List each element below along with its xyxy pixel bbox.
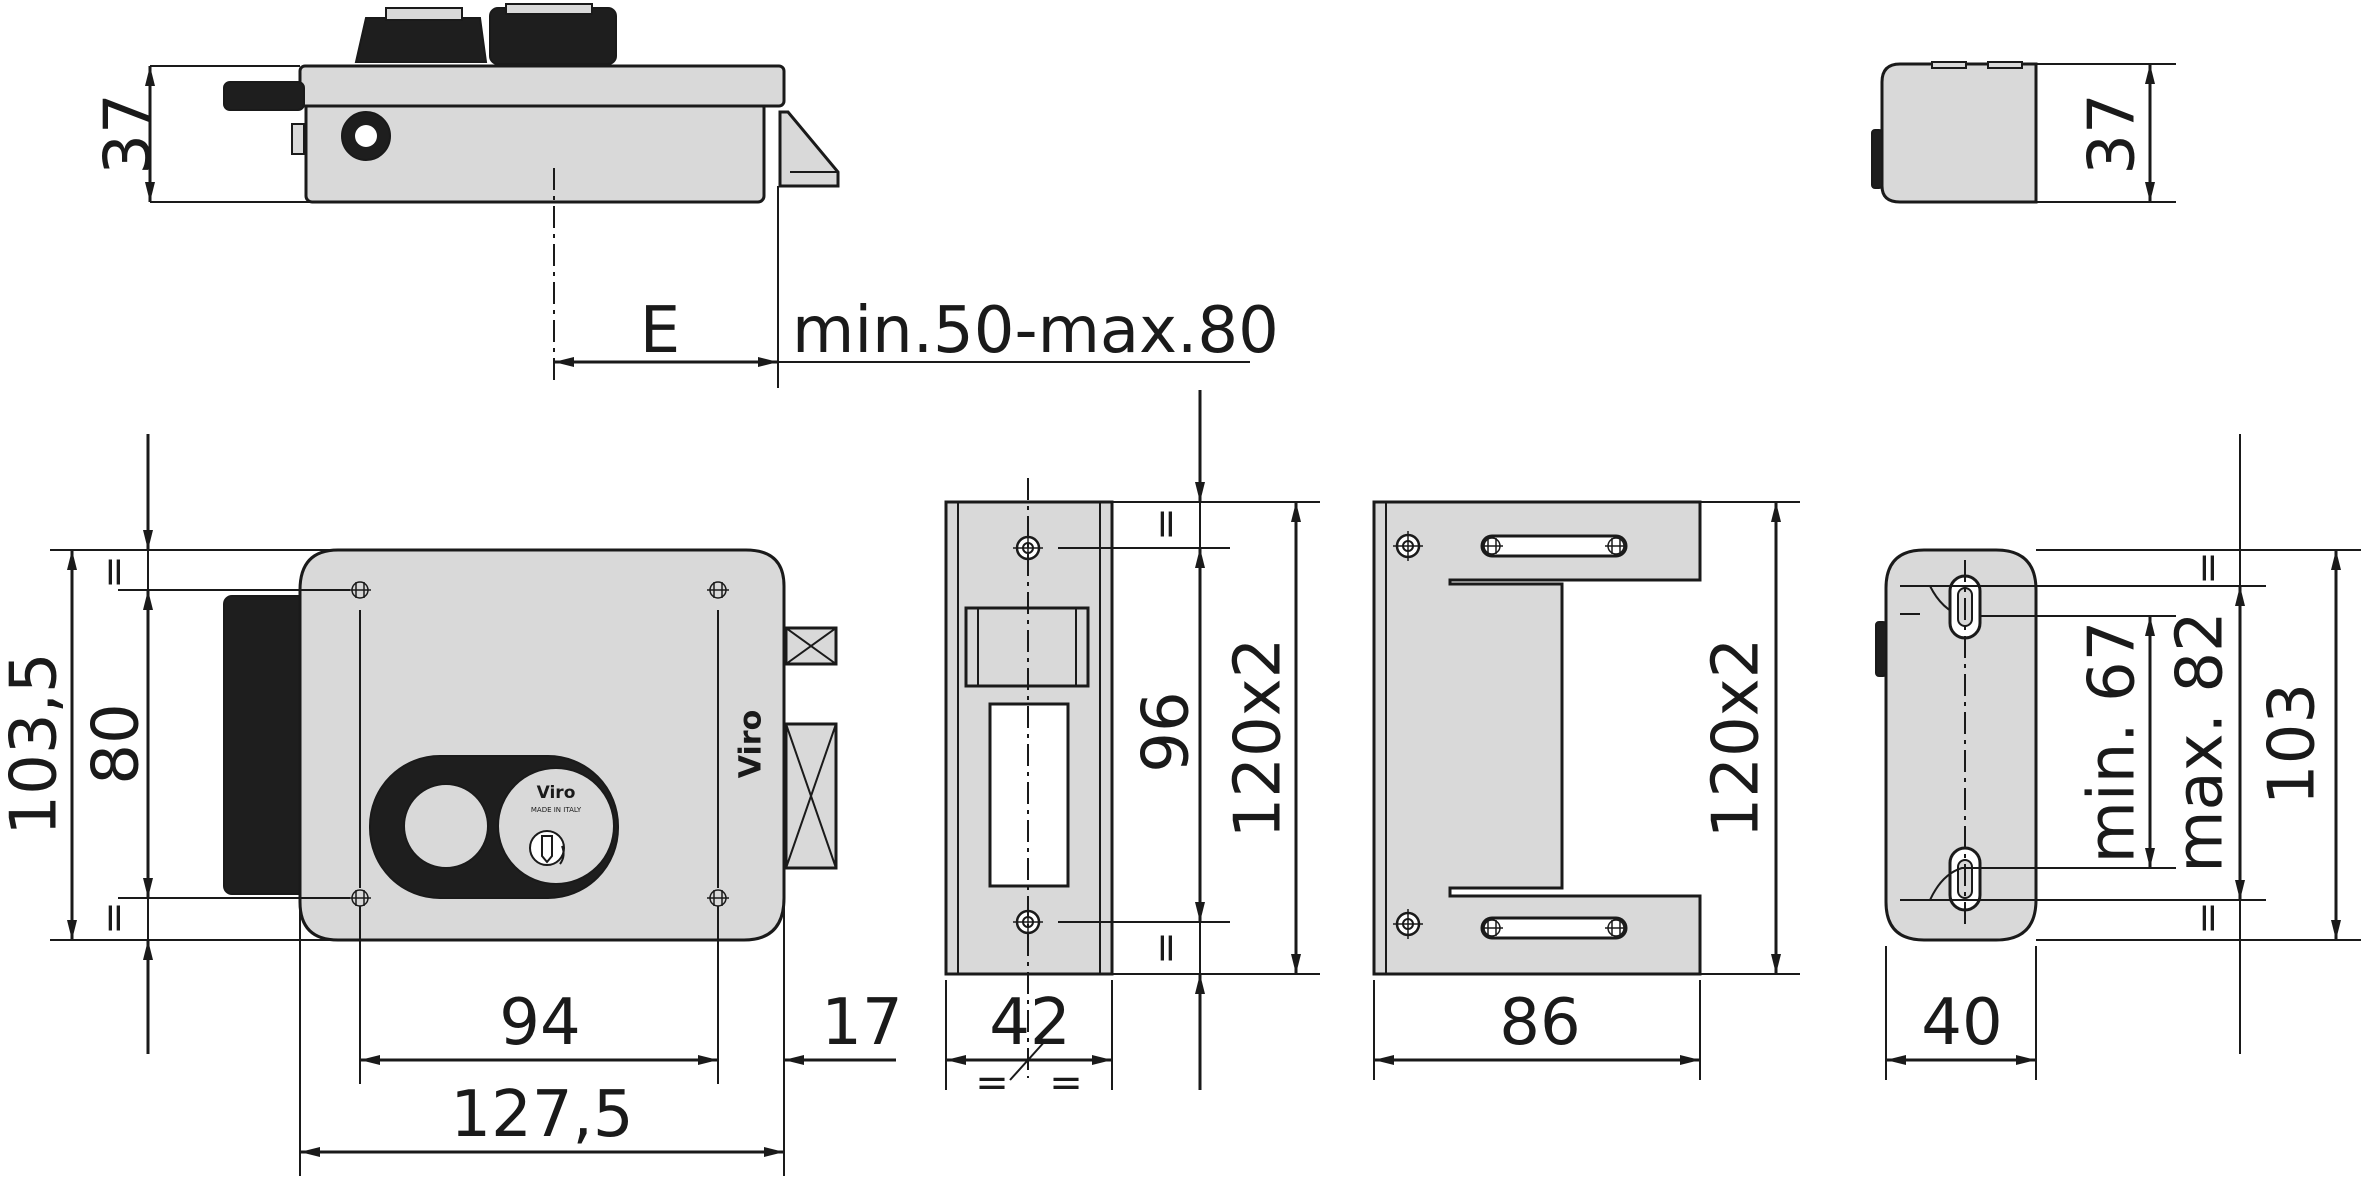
- side-knob: [1875, 621, 1887, 677]
- side-eq-bottom: =: [2185, 901, 2231, 935]
- keeper-width-label: 42: [989, 986, 1070, 1060]
- side-top-knob: [1871, 129, 1883, 189]
- lock-front-hole-width-label: 94: [499, 986, 580, 1060]
- bracket-height-label: 120x2: [1700, 638, 1774, 839]
- projection-range-label: min.50-max.80: [792, 294, 1279, 368]
- keeper-eq-top: =: [1143, 507, 1189, 541]
- side-body: [1884, 548, 2038, 942]
- lock-top-handle: [223, 81, 305, 111]
- projection-e-label: E: [640, 294, 680, 368]
- side-min-label: min. 67: [2076, 621, 2150, 864]
- keeper-eq-right: =: [1049, 1060, 1083, 1106]
- lock-front-cylinder-text: MADE IN ITALY: [531, 806, 582, 814]
- side-top-body: [1880, 62, 2038, 204]
- lock-top-lid: [298, 64, 786, 108]
- bracket-lower-slot: [1480, 916, 1628, 940]
- lock-top-cylinder-core: [355, 125, 377, 147]
- lock-top-button-right: [489, 7, 617, 65]
- bracket-view: 120x2 86: [1372, 500, 1800, 1080]
- bracket-body: [1372, 500, 1702, 976]
- lock-front-hole-spacing-label: 80: [80, 703, 154, 784]
- bracket-upper-slot: [1480, 534, 1628, 558]
- lock-front-eq-bottom: =: [91, 901, 137, 935]
- lock-front-overall-height-label: 103,5: [0, 652, 72, 835]
- lock-top-cap-left: [385, 7, 463, 21]
- side-eq-top: =: [2185, 551, 2231, 585]
- side-height-label: 103: [2256, 683, 2330, 805]
- lock-top-cap-right: [505, 3, 593, 15]
- lock-front-overall-width-label: 127,5: [450, 1078, 633, 1152]
- side-top-view: 37: [1871, 61, 2176, 204]
- lock-top-latch: [778, 110, 840, 188]
- lock-top-side-tab: [291, 123, 305, 155]
- lock-front-view: Viro Viro MADE IN ITALY 103,5 80 = =: [0, 434, 903, 1176]
- keeper-hole-spacing-label: 96: [1130, 691, 1204, 772]
- lock-top-view: 37 E min.50-max.80: [92, 3, 1279, 388]
- keeper-height-label: 120x2: [1222, 638, 1296, 839]
- bracket-width-label: 86: [1499, 986, 1580, 1060]
- keeper-eq-bottom: =: [1143, 931, 1189, 965]
- keeper-view: 96 = = 120x2 42 = =: [944, 390, 1320, 1106]
- lock-top-button-left: [354, 17, 488, 63]
- lock-front-cylinder: [497, 767, 615, 885]
- lock-front-brand-logo: Viro: [734, 710, 769, 778]
- lock-front-bolt-label: 17: [821, 986, 902, 1060]
- key-icon: [529, 830, 565, 866]
- lock-top-height-label: 37: [92, 93, 166, 174]
- lock-front-cylinder-brand: Viro: [537, 783, 576, 803]
- keeper-eq-left: =: [975, 1060, 1009, 1106]
- side-max-label: max. 82: [2164, 611, 2238, 873]
- side-top-height-label: 37: [2076, 93, 2150, 174]
- side-width-label: 40: [1921, 986, 2002, 1060]
- side-view: min. 67 max. 82 = = 103 40: [1875, 434, 2361, 1080]
- lock-front-eq-top: =: [91, 555, 137, 589]
- lock-front-push-button: [403, 783, 489, 869]
